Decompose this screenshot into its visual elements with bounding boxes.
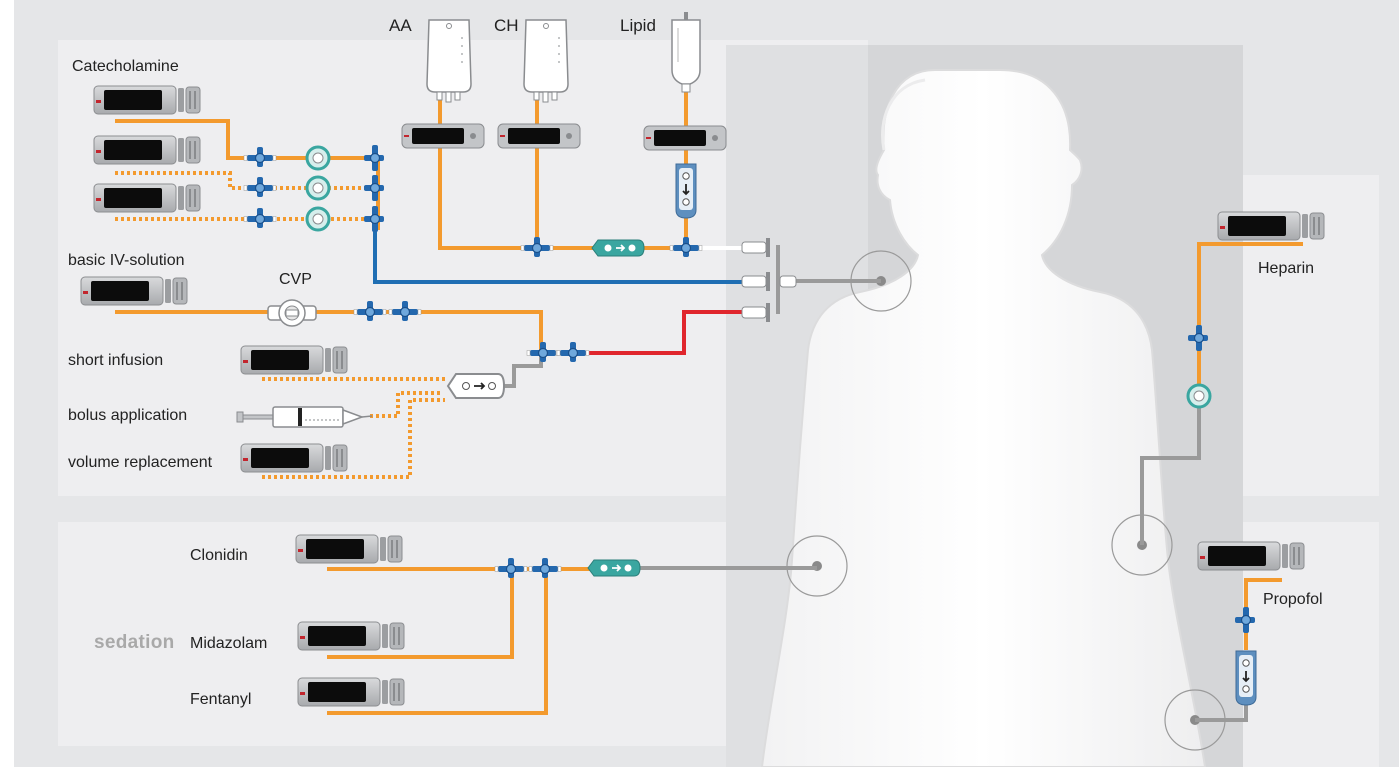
filter-icon bbox=[675, 163, 697, 219]
label-bolus-application: bolus application bbox=[68, 407, 188, 424]
infusion-bag-icon bbox=[426, 19, 472, 103]
label-clonidin: Clonidin bbox=[190, 547, 248, 564]
label-midazolam: Midazolam bbox=[190, 635, 268, 652]
label-lipid: Lipid bbox=[620, 16, 656, 35]
filter-icon bbox=[587, 559, 641, 577]
infusion-bag-icon bbox=[523, 19, 569, 103]
volumetric-pump-icon bbox=[643, 125, 727, 151]
bolus-syringe-icon bbox=[236, 406, 373, 428]
label-sedation: sedation bbox=[94, 632, 175, 653]
label-cvp: CVP bbox=[279, 271, 312, 288]
volumetric-pump-icon bbox=[497, 123, 581, 149]
filter-icon bbox=[305, 206, 331, 232]
filter-icon bbox=[305, 175, 331, 201]
filter-icon bbox=[1235, 650, 1257, 706]
filter-icon bbox=[446, 373, 506, 399]
label-aa: AA bbox=[389, 16, 412, 35]
label-heparin: Heparin bbox=[1258, 260, 1315, 277]
label-volume-replacement: volume replacement bbox=[68, 454, 213, 471]
label-ch: CH bbox=[494, 16, 519, 35]
label-basic-iv-solution: basic IV-solution bbox=[68, 252, 185, 269]
lipid-bottle-icon bbox=[671, 12, 701, 93]
catheter-connectors bbox=[741, 238, 797, 322]
label-short-infusion: short infusion bbox=[68, 352, 164, 369]
volumetric-pump-icon bbox=[401, 123, 485, 149]
filter-icon bbox=[305, 145, 331, 171]
label-propofol: Propofol bbox=[1263, 591, 1323, 608]
label-catecholamine: Catecholamine bbox=[72, 58, 179, 75]
label-fentanyl: Fentanyl bbox=[190, 691, 252, 708]
filter-icon bbox=[591, 239, 645, 257]
filter-icon bbox=[1186, 383, 1212, 409]
pressure-transducer-icon bbox=[267, 299, 317, 327]
